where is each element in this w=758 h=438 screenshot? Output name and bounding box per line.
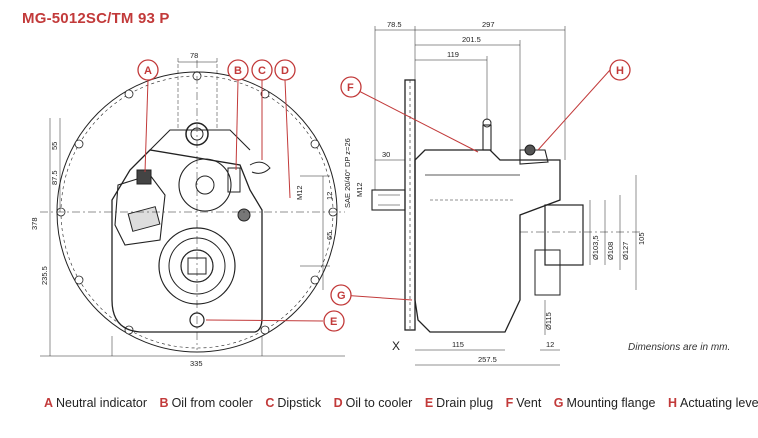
dim-108: Ø108 (606, 242, 615, 260)
callout-h: H (616, 65, 624, 77)
dim-12-side: 12 (546, 340, 554, 349)
callout-c: C (258, 65, 266, 77)
callout-b: B (234, 65, 242, 77)
dim-297: 297 (482, 20, 495, 29)
control-valve-block (114, 174, 166, 246)
dim-201-5: 201.5 (462, 35, 481, 44)
actuating-lever-body (519, 149, 549, 165)
dim-12-front: 12 (325, 192, 334, 200)
diagram-title: MG-5012SC/TM 93 P (22, 10, 170, 27)
dim-115: 115 (452, 340, 464, 349)
callout-f: F (347, 82, 354, 94)
dim-335: 335 (190, 359, 203, 368)
dim-55: 55 (50, 142, 59, 150)
callout-e: E (330, 316, 337, 328)
dim-127: Ø127 (621, 242, 630, 260)
dim-30: 30 (382, 150, 390, 159)
dim-65: 65 (325, 232, 334, 240)
callout-d: D (281, 65, 289, 77)
dim-115-vertical: Ø115 (544, 312, 553, 330)
vent-stem (482, 124, 492, 151)
dim-78-5: 78.5 (387, 20, 402, 29)
dim-235-5: 235.5 (40, 266, 49, 285)
dim-105: 105 (637, 232, 646, 245)
output-coupling (544, 204, 584, 266)
x-marker: X (392, 339, 400, 353)
dimensions-note: Dimensions are in mm. (628, 342, 731, 353)
input-shaft (371, 189, 406, 211)
dim-119: 119 (447, 50, 459, 59)
dim-m12-front: M12 (295, 185, 304, 200)
callout-g: G (337, 290, 346, 302)
callout-a: A (144, 65, 152, 77)
dim-spline: SAE 20/40° DP z=26 (343, 138, 352, 208)
dim-87-5: 87.5 (50, 170, 59, 185)
dim-78-top: 78 (190, 51, 198, 60)
front-view (40, 58, 345, 357)
dim-m12-side: M12 (355, 182, 364, 197)
dim-103-5: Ø103,5 (591, 235, 600, 260)
dim-378: 378 (30, 217, 39, 230)
side-view (371, 26, 640, 366)
gearbox-body (111, 149, 263, 333)
dim-257-5: 257.5 (478, 355, 497, 364)
side-housing (414, 149, 561, 333)
